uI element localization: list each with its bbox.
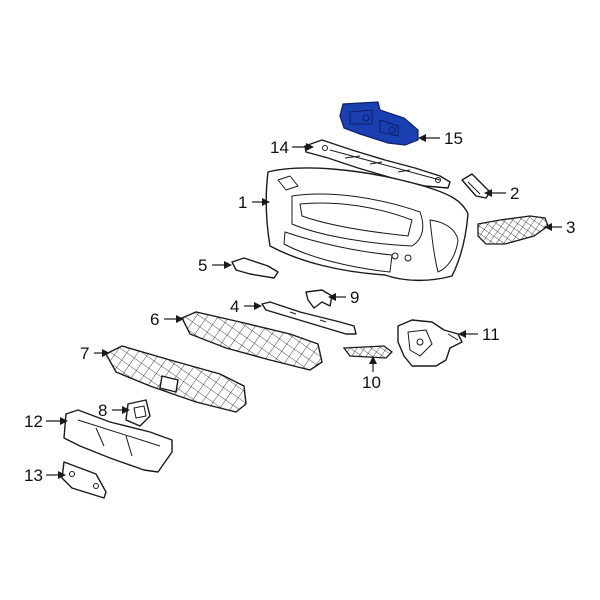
callout-label-6: 6 bbox=[150, 310, 159, 329]
part-10-grille-insert[interactable] bbox=[342, 345, 393, 359]
part-2-bracket[interactable] bbox=[461, 173, 491, 199]
callout-label-13: 13 bbox=[24, 466, 43, 485]
callout-8: 8 bbox=[98, 401, 130, 420]
callout-label-9: 9 bbox=[350, 288, 359, 307]
part-8-emblem-plate[interactable] bbox=[125, 399, 151, 427]
callout-label-5: 5 bbox=[198, 256, 207, 275]
callout-label-10: 10 bbox=[362, 373, 381, 392]
part-6-upper-grille[interactable] bbox=[181, 311, 323, 371]
callout-9: 9 bbox=[328, 288, 359, 307]
callout-label-4: 4 bbox=[230, 297, 239, 316]
part-13-license-bracket[interactable] bbox=[61, 461, 107, 499]
callout-13: 13 bbox=[24, 466, 66, 485]
callout-label-15: 15 bbox=[444, 129, 463, 148]
callout-label-8: 8 bbox=[98, 401, 107, 420]
callout-6: 6 bbox=[150, 310, 184, 329]
callout-11: 11 bbox=[458, 325, 500, 344]
callout-label-12: 12 bbox=[24, 412, 43, 431]
part-1-bumper-cover[interactable] bbox=[265, 167, 469, 282]
callout-15: 15 bbox=[418, 129, 463, 148]
callout-3: 3 bbox=[544, 218, 575, 237]
callout-label-1: 1 bbox=[238, 193, 247, 212]
part-14-reinforcement[interactable] bbox=[304, 139, 451, 189]
part-15-bracket[interactable] bbox=[339, 101, 419, 146]
part-12-skid-plate[interactable] bbox=[63, 409, 173, 473]
part-9-bracket[interactable] bbox=[305, 289, 333, 309]
callout-5: 5 bbox=[198, 256, 232, 275]
part-11-side-bracket[interactable] bbox=[397, 319, 463, 367]
callout-12: 12 bbox=[24, 412, 68, 431]
callout-7: 7 bbox=[80, 344, 110, 363]
callout-label-14: 14 bbox=[270, 138, 289, 157]
callout-10: 10 bbox=[362, 356, 381, 392]
part-7-lower-grille[interactable] bbox=[105, 345, 247, 413]
callout-label-11: 11 bbox=[482, 325, 500, 344]
callout-2: 2 bbox=[484, 184, 519, 203]
callout-label-2: 2 bbox=[510, 184, 519, 203]
part-3-side-grille[interactable] bbox=[477, 215, 549, 245]
part-4-lower-strip[interactable] bbox=[261, 301, 357, 335]
callout-1: 1 bbox=[238, 193, 270, 212]
callout-4: 4 bbox=[230, 297, 262, 316]
callout-14: 14 bbox=[270, 138, 314, 157]
callout-label-7: 7 bbox=[80, 344, 89, 363]
callout-label-3: 3 bbox=[566, 218, 575, 237]
part-5-trim[interactable] bbox=[231, 257, 279, 279]
